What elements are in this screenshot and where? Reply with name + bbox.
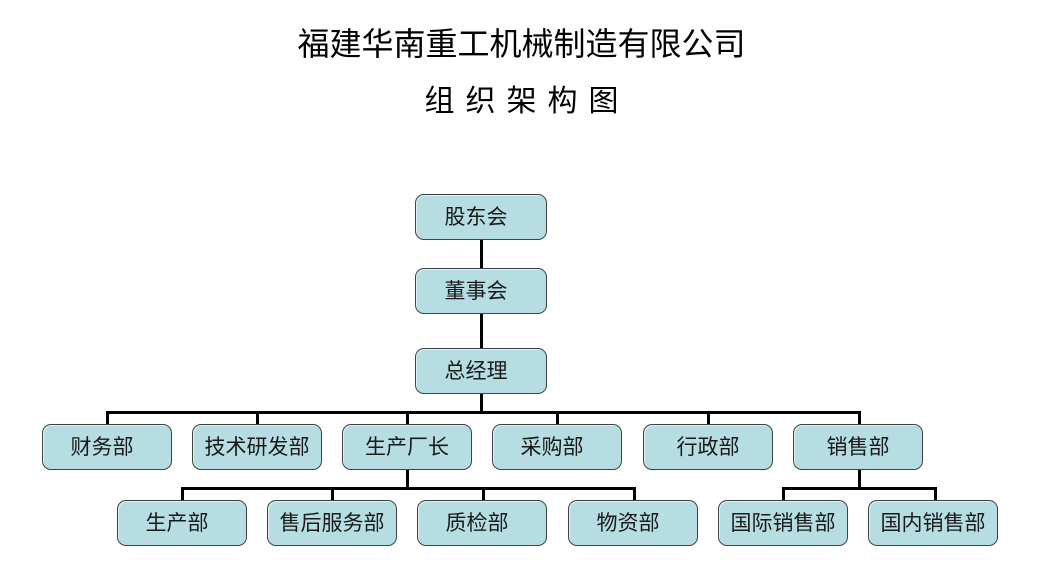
node-label: 财务部 <box>70 435 134 459</box>
connector-drop-finance <box>106 411 109 425</box>
node-quality-inspection-department[interactable]: 质检部 <box>417 500 547 546</box>
connector-general-manager-drop <box>480 394 483 414</box>
connector-board-to-general-manager <box>480 314 483 348</box>
connector-drop-materials <box>633 487 636 501</box>
connector-drop-domestic-sales <box>934 487 937 501</box>
connector-drop-tech-rd <box>256 411 259 425</box>
company-name-title: 福建华南重工机械制造有限公司 <box>297 26 746 62</box>
node-label: 国际销售部 <box>730 511 836 535</box>
node-finance-department[interactable]: 财务部 <box>42 424 172 470</box>
connector-drop-quality <box>482 487 485 501</box>
node-production-department[interactable]: 生产部 <box>117 500 247 546</box>
connector-drop-purchasing <box>556 411 559 425</box>
connector-production-director-drop <box>406 470 409 490</box>
node-label: 行政部 <box>676 435 740 459</box>
node-label: 技术研发部 <box>204 435 310 459</box>
node-label: 生产厂长 <box>365 435 449 459</box>
node-administration-department[interactable]: 行政部 <box>643 424 773 470</box>
connector-drop-after-sales <box>331 487 334 501</box>
node-production-director[interactable]: 生产厂长 <box>342 424 472 470</box>
node-label: 国内销售部 <box>880 511 986 535</box>
connector-bus-production-children <box>181 487 636 490</box>
connector-drop-international-sales <box>782 487 785 501</box>
node-domestic-sales-department[interactable]: 国内销售部 <box>868 500 998 546</box>
node-tech-rd-department[interactable]: 技术研发部 <box>192 424 322 470</box>
connector-drop-sales <box>858 411 861 425</box>
node-label: 董事会 <box>444 279 508 303</box>
node-materials-department[interactable]: 物资部 <box>568 500 698 546</box>
node-label: 生产部 <box>145 511 209 535</box>
node-label: 售后服务部 <box>279 511 385 535</box>
connector-bus-sales-children <box>782 487 937 490</box>
node-shareholders-meeting[interactable]: 股东会 <box>415 194 547 240</box>
node-label: 质检部 <box>445 511 509 535</box>
node-label: 股东会 <box>444 205 508 229</box>
node-sales-department[interactable]: 销售部 <box>793 424 923 470</box>
node-label: 采购部 <box>520 435 584 459</box>
connector-drop-administration <box>707 411 710 425</box>
node-board-of-directors[interactable]: 董事会 <box>415 268 547 314</box>
chart-title-block: 福建华南重工机械制造有限公司 组织架构图 <box>0 22 1043 124</box>
chart-subtitle: 组织架构图 <box>424 85 630 118</box>
node-label: 物资部 <box>596 511 660 535</box>
node-label: 销售部 <box>826 435 890 459</box>
node-general-manager[interactable]: 总经理 <box>415 348 547 394</box>
connector-drop-production-dept <box>181 487 184 501</box>
node-after-sales-department[interactable]: 售后服务部 <box>267 500 397 546</box>
node-purchasing-department[interactable]: 采购部 <box>492 424 622 470</box>
connector-bus-level4 <box>106 411 861 414</box>
connector-sales-drop <box>858 470 861 490</box>
connector-drop-production-director <box>406 411 409 425</box>
node-label: 总经理 <box>444 359 508 383</box>
node-international-sales-department[interactable]: 国际销售部 <box>718 500 848 546</box>
connector-shareholders-to-board <box>480 240 483 268</box>
